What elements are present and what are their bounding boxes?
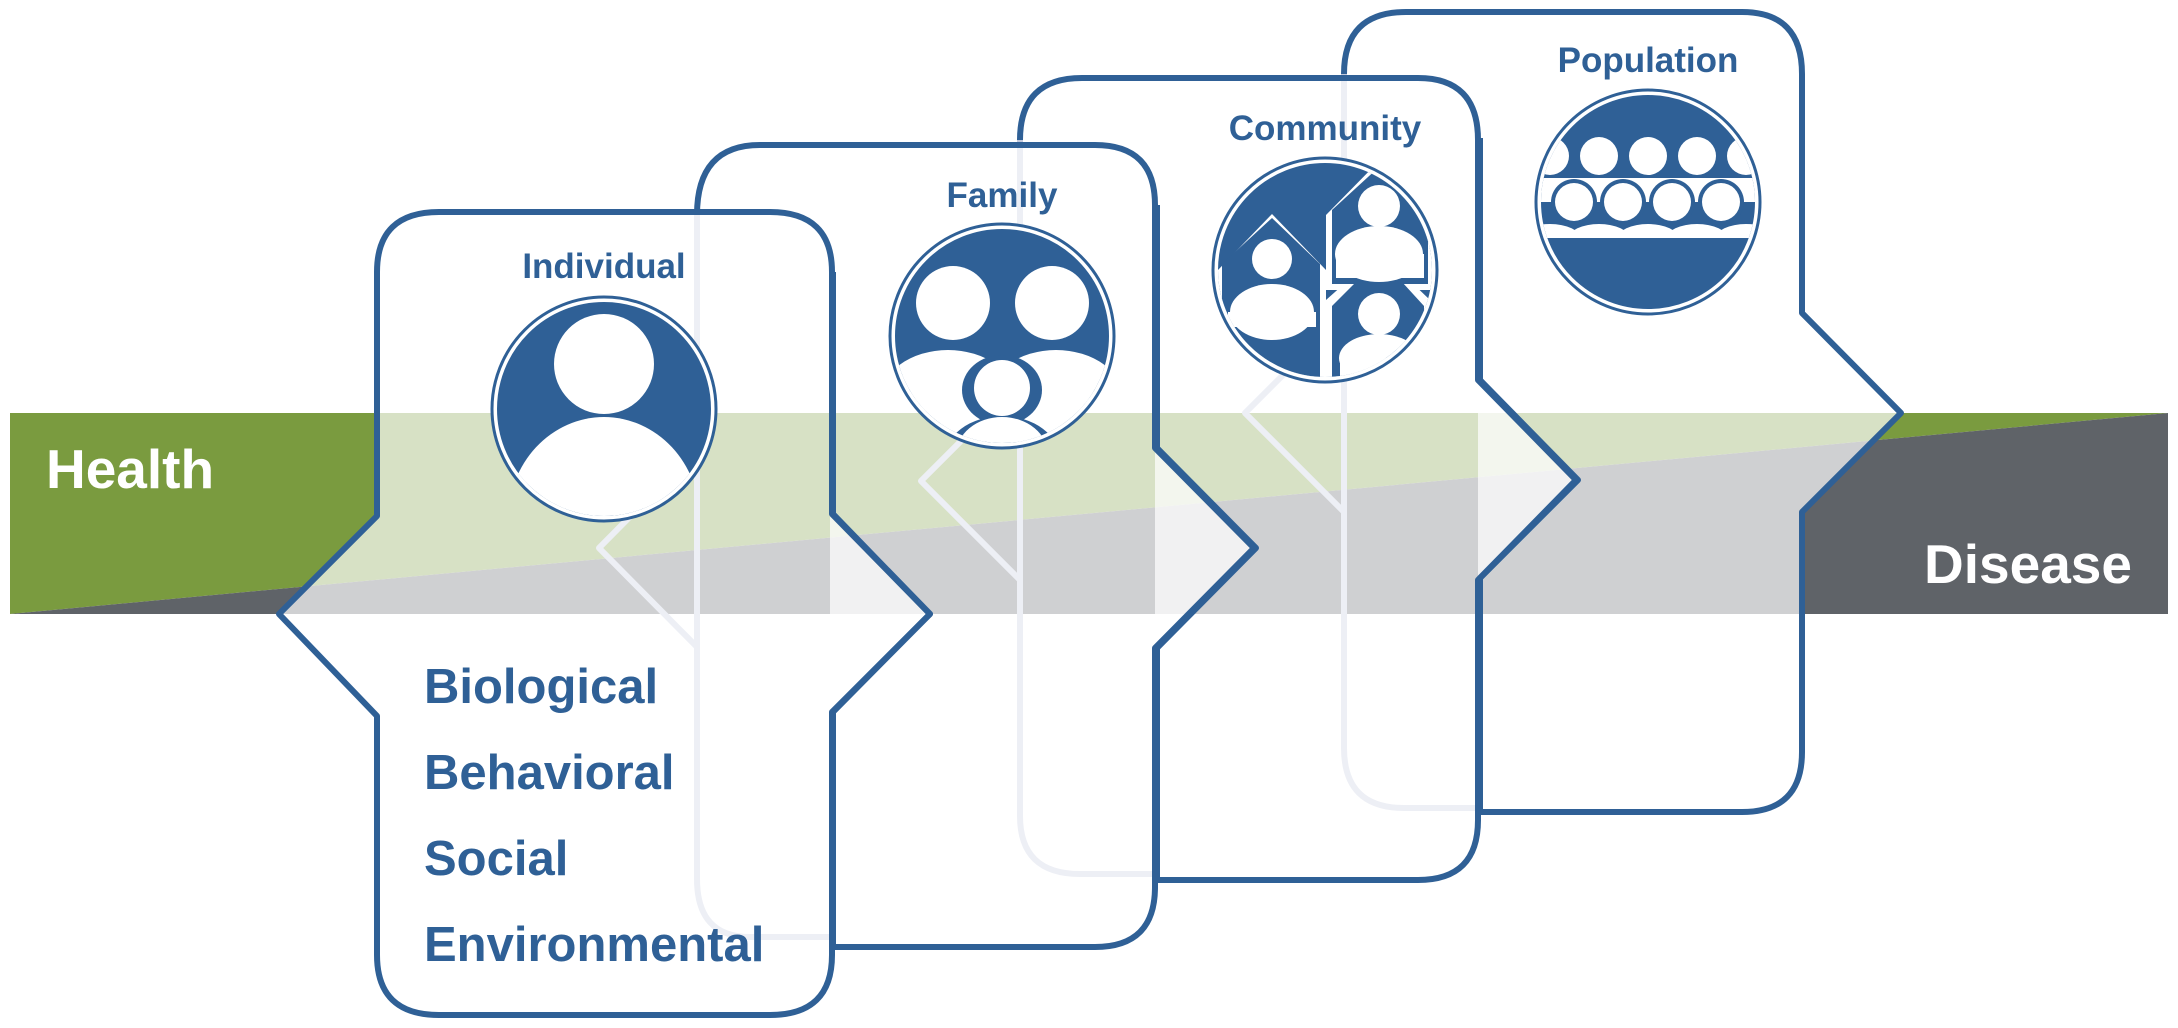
level-title-individual: Individual (522, 247, 685, 286)
factor-social: Social (424, 832, 568, 886)
community-frame-outline (1017, 75, 1579, 883)
crowd-icon (1534, 88, 1762, 316)
factor-biological: Biological (424, 660, 658, 714)
population-frame-fill (1408, 10, 1902, 812)
person-icon (490, 295, 718, 523)
frame-fill-overlays (279, 10, 1902, 1015)
factor-behavioral: Behavioral (424, 746, 675, 800)
community-frame-fill (1085, 78, 1578, 880)
family-frame-outline (694, 142, 1257, 950)
population-frame-outline (1341, 9, 1904, 815)
level-title-population: Population (1558, 41, 1739, 80)
health-label: Health (46, 438, 214, 500)
factor-environmental: Environmental (424, 918, 764, 972)
level-title-family: Family (947, 176, 1058, 215)
disease-label: Disease (1924, 533, 2132, 595)
houses-people-icon (1211, 156, 1439, 384)
frame-front-segments (276, 9, 1904, 1018)
individual-frame-outline (276, 209, 933, 1018)
family-icon (888, 222, 1116, 450)
level-title-community: Community (1229, 109, 1422, 148)
family-frame-fill (760, 145, 1255, 947)
factor-list: Biological Behavioral Social Environment… (424, 660, 764, 972)
individual-frame-fill (279, 212, 930, 1015)
